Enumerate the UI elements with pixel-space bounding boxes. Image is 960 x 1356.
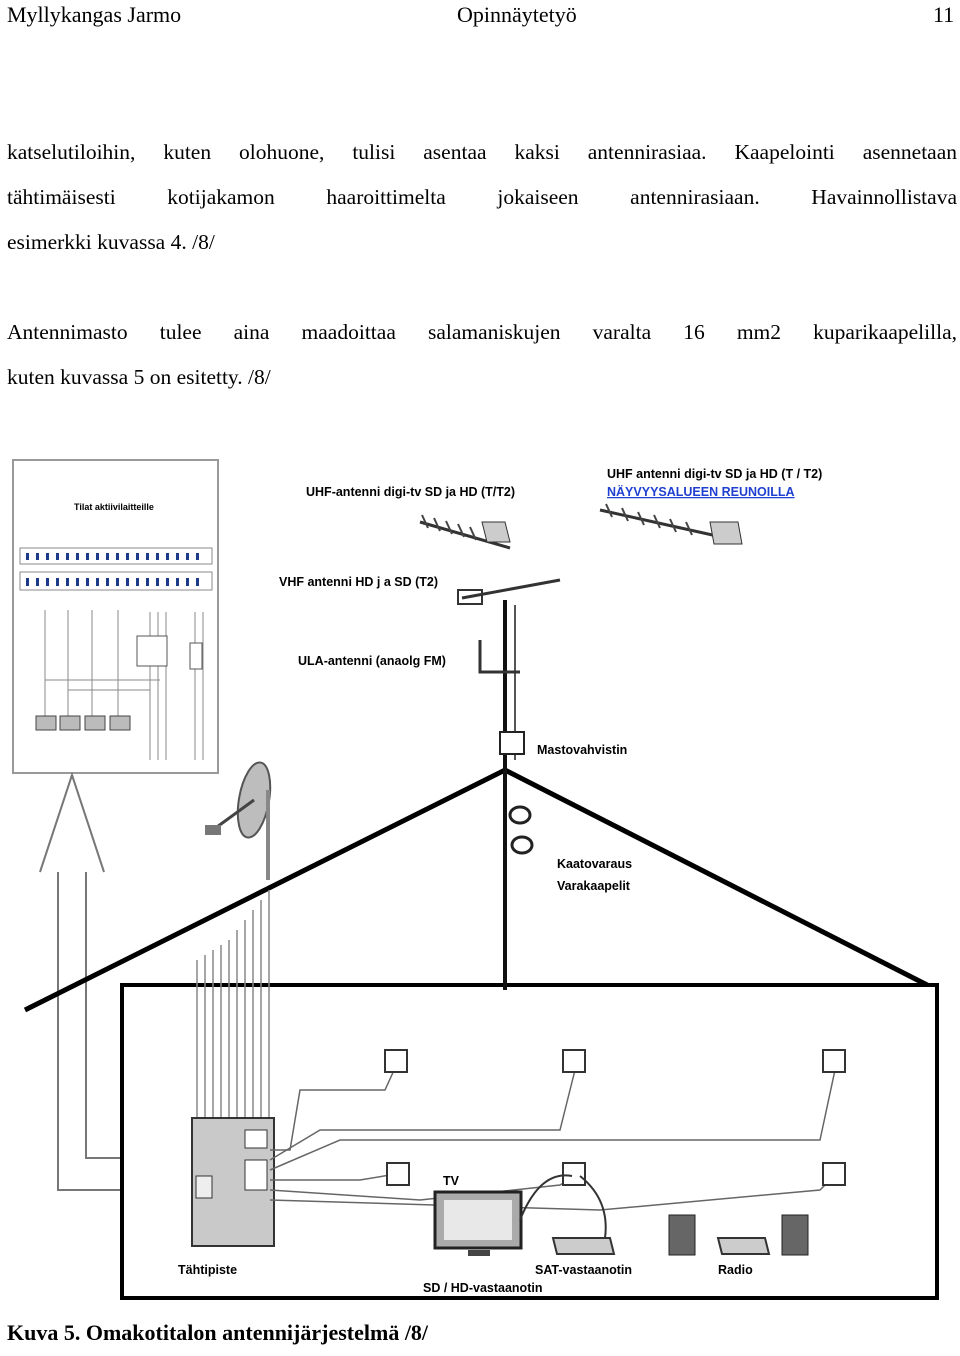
paragraph-1-line-3: esimerkki kuvassa 4. /8/ [7,220,957,265]
paragraph-1-line-1: katselutiloihin, kuten olohuone, tulisi … [7,130,957,175]
label-uhf-right-1: UHF antenni digi-tv SD ja HD (T / T2) [607,467,822,481]
paragraph-1: katselutiloihin, kuten olohuone, tulisi … [7,130,957,265]
header-author: Myllykangas Jarmo [7,2,181,28]
figure-caption: Kuva 5. Omakotitalon antennijärjestelmä … [7,1320,428,1346]
header-page-number: 11 [933,2,954,28]
label-sat-receiver: SAT-vastaanotin [535,1263,632,1277]
roof [25,770,937,1010]
antenna-system-figure: Tilat aktiivilaitteille [0,450,960,1320]
label-sdhd-receiver: SD / HD-vastaanotin [423,1281,542,1295]
label-kaatovaraus: Kaatovaraus [557,857,632,871]
label-varakaapelit: Varakaapelit [557,879,631,893]
paragraph-1-line-2: tähtimäisesti kotijakamon haaroittimelta… [7,175,957,220]
label-vhf: VHF antenni HD j a SD (T2) [279,575,438,589]
label-tv: TV [443,1174,460,1188]
paragraph-2-line-2: kuten kuvassa 5 on esitetty. /8/ [7,355,957,400]
paragraph-2: Antennimasto tulee aina maadoittaa salam… [7,310,957,400]
satellite-dish [205,760,275,880]
label-ula: ULA-antenni (anaolg FM) [298,654,446,668]
star-point-cabinet [192,1118,274,1246]
label-uhf-right-2: NÄYVYYSALUEEN REUNOILLA [607,484,795,499]
panel-title: Tilat aktiivilaitteille [74,502,154,512]
label-uhf-left: UHF-antenni digi-tv SD ja HD (T/T2) [306,485,515,499]
equipment-panel: Tilat aktiivilaitteille [13,460,218,773]
label-tahtipiste: Tähtipiste [178,1263,237,1277]
paragraph-2-line-1: Antennimasto tulee aina maadoittaa salam… [7,310,957,355]
label-mastovahvistin: Mastovahvistin [537,743,627,757]
label-radio: Radio [718,1263,753,1277]
header-title: Opinnäytetyö [457,2,577,28]
